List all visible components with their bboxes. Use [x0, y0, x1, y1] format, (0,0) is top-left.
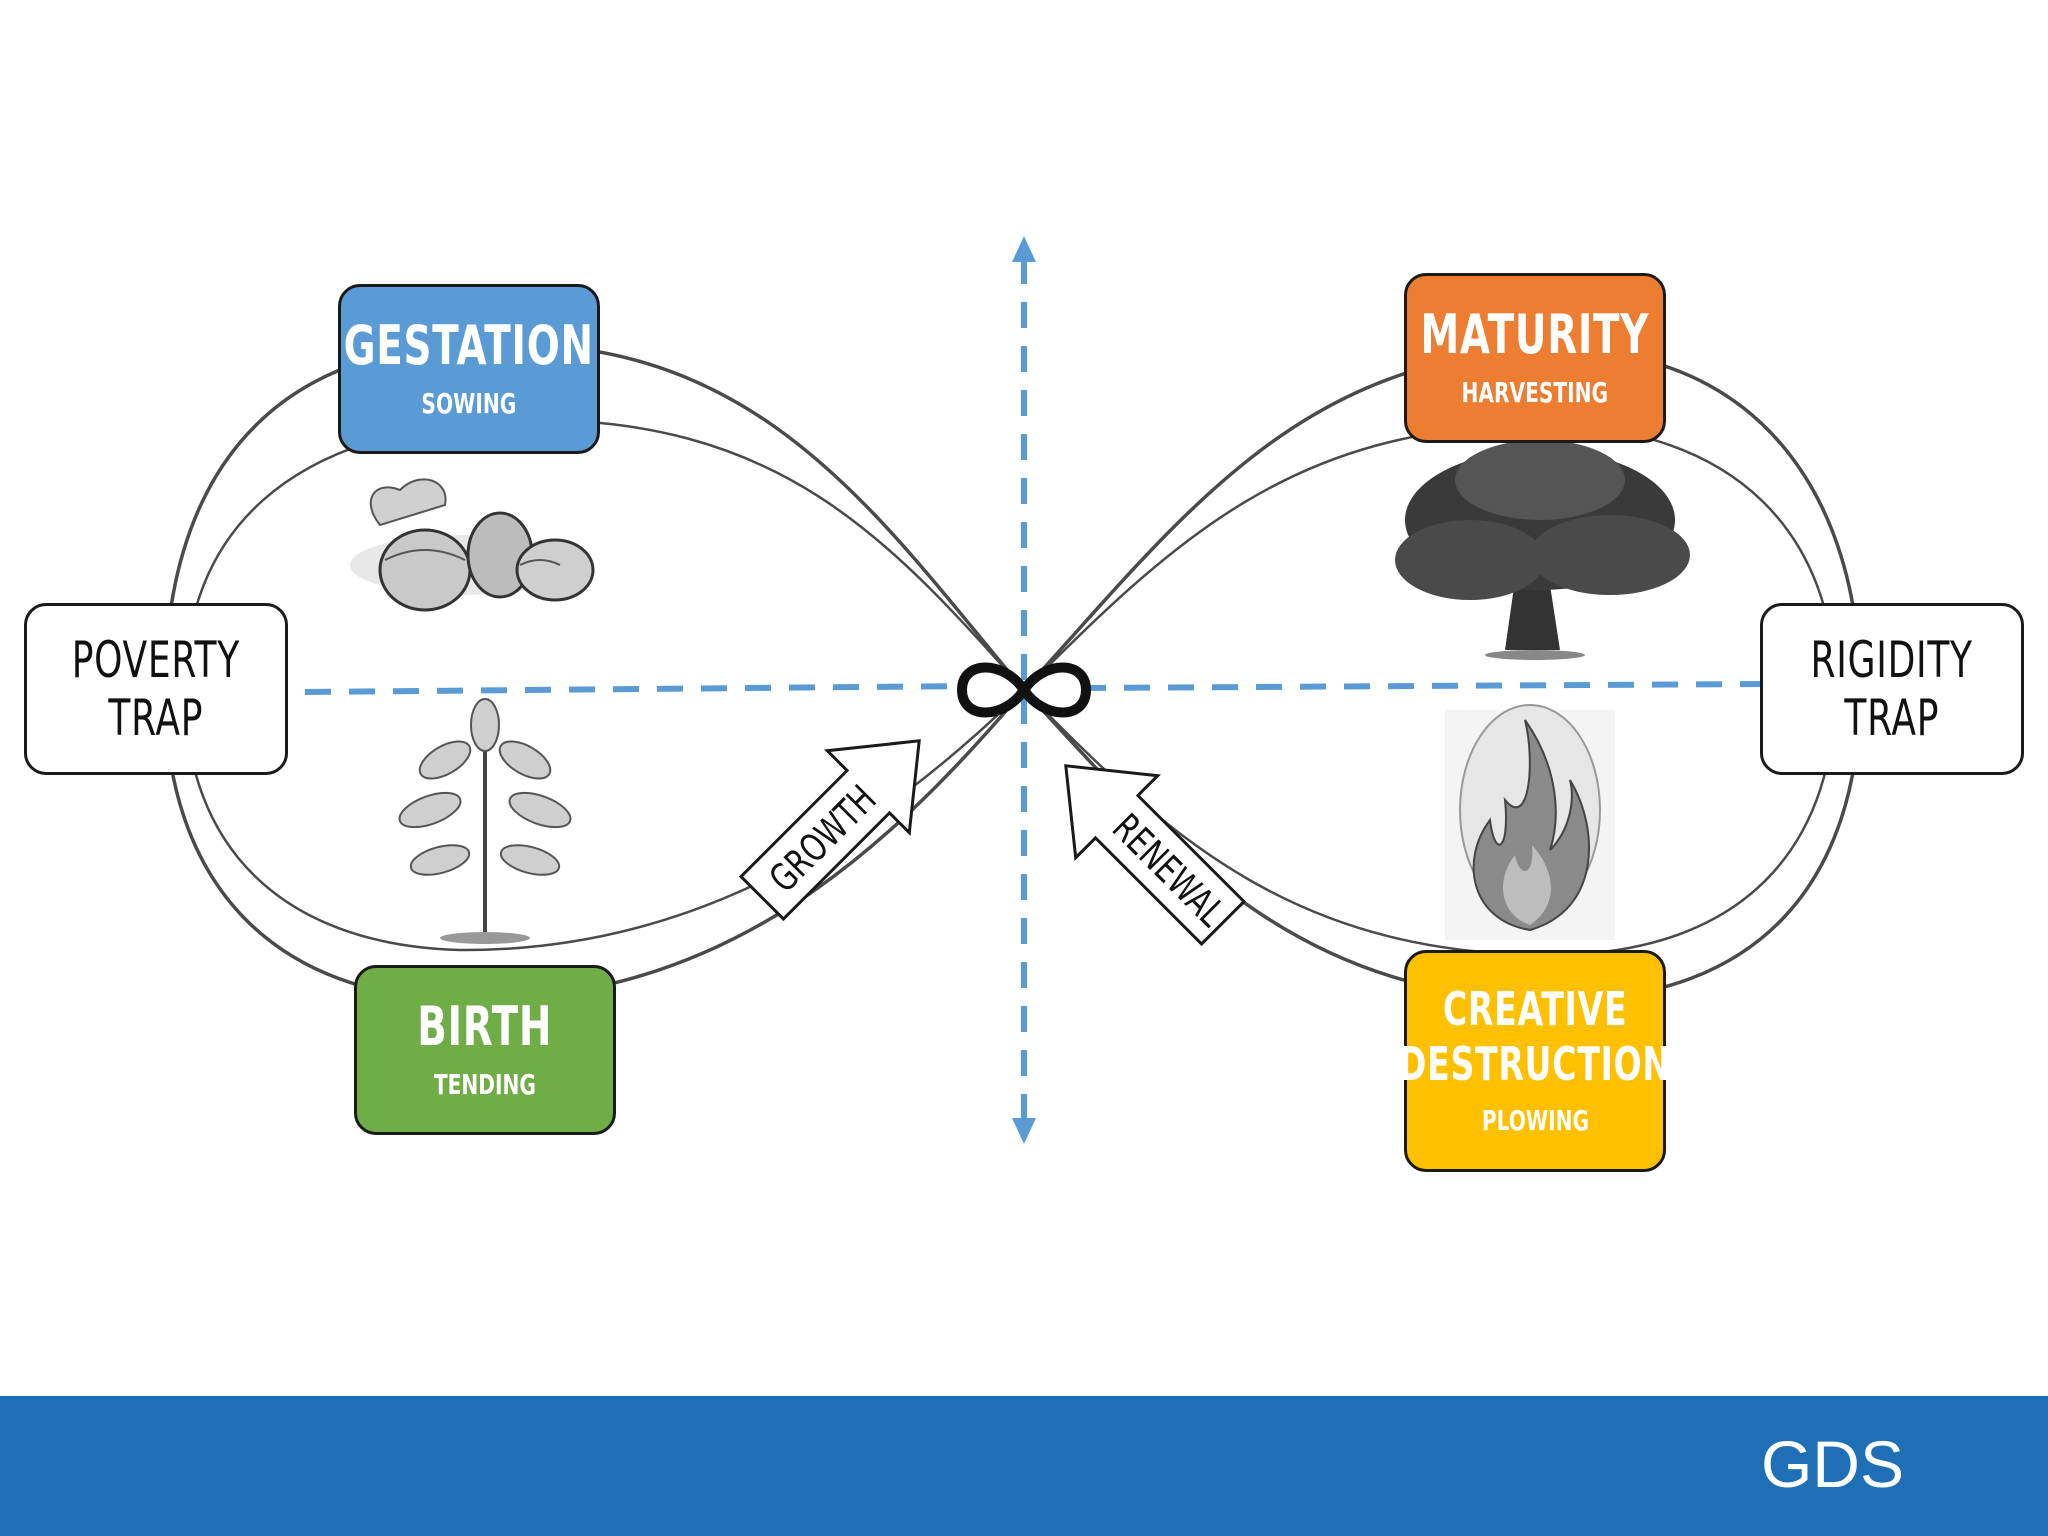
brand-logo: GDS	[1760, 1427, 1904, 1501]
creative-destruction-title-line1: CREATIVE	[1442, 982, 1628, 1037]
flame-illustration	[1445, 704, 1615, 940]
rigidity-trap-line1: RIGIDITY	[1810, 630, 1974, 689]
poverty-trap-line2: TRAP	[108, 689, 204, 747]
maturity-subtitle: HARVESTING	[1461, 375, 1609, 409]
birth-subtitle: TENDING	[433, 1067, 537, 1101]
oak-tree-illustration	[1395, 440, 1690, 660]
gestation-subtitle: SOWING	[421, 386, 517, 420]
creative-destruction-title-line2: DESTRUCTION	[1399, 1036, 1671, 1091]
maturity-box: MATURITY HARVESTING	[1404, 273, 1666, 443]
renewal-arrow: RENEWAL	[1064, 764, 1247, 947]
infinity-symbol-icon	[956, 662, 1092, 718]
poverty-trap-line1: POVERTY	[71, 630, 241, 689]
horizontal-axis-right	[1079, 681, 1763, 691]
rigidity-trap-line2: TRAP	[1844, 689, 1940, 747]
rigidity-trap-box: RIGIDITY TRAP	[1760, 603, 2024, 775]
creative-destruction-box: CREATIVE DESTRUCTION PLOWING	[1399, 950, 1670, 1172]
poverty-trap-box: POVERTY TRAP	[24, 603, 288, 775]
vertical-axis-top-arrow-icon	[1012, 236, 1036, 262]
maturity-title: MATURITY	[1420, 303, 1650, 367]
diagram-canvas: GROWTH RENEWAL	[163, 236, 1862, 1144]
birth-title: BIRTH	[417, 995, 553, 1059]
acorns-illustration	[350, 478, 595, 612]
horizontal-axis-left	[304, 683, 976, 695]
vertical-axis-bottom-arrow-icon	[1012, 1118, 1036, 1144]
footer-bar: GDS	[0, 1396, 2048, 1536]
gestation-title: GESTATION	[343, 314, 595, 378]
sapling-illustration	[398, 698, 572, 944]
birth-box: BIRTH TENDING	[354, 965, 616, 1135]
gestation-box: GESTATION SOWING	[338, 284, 600, 454]
growth-arrow: GROWTH	[738, 739, 921, 922]
creative-destruction-subtitle: PLOWING	[1481, 1103, 1589, 1137]
